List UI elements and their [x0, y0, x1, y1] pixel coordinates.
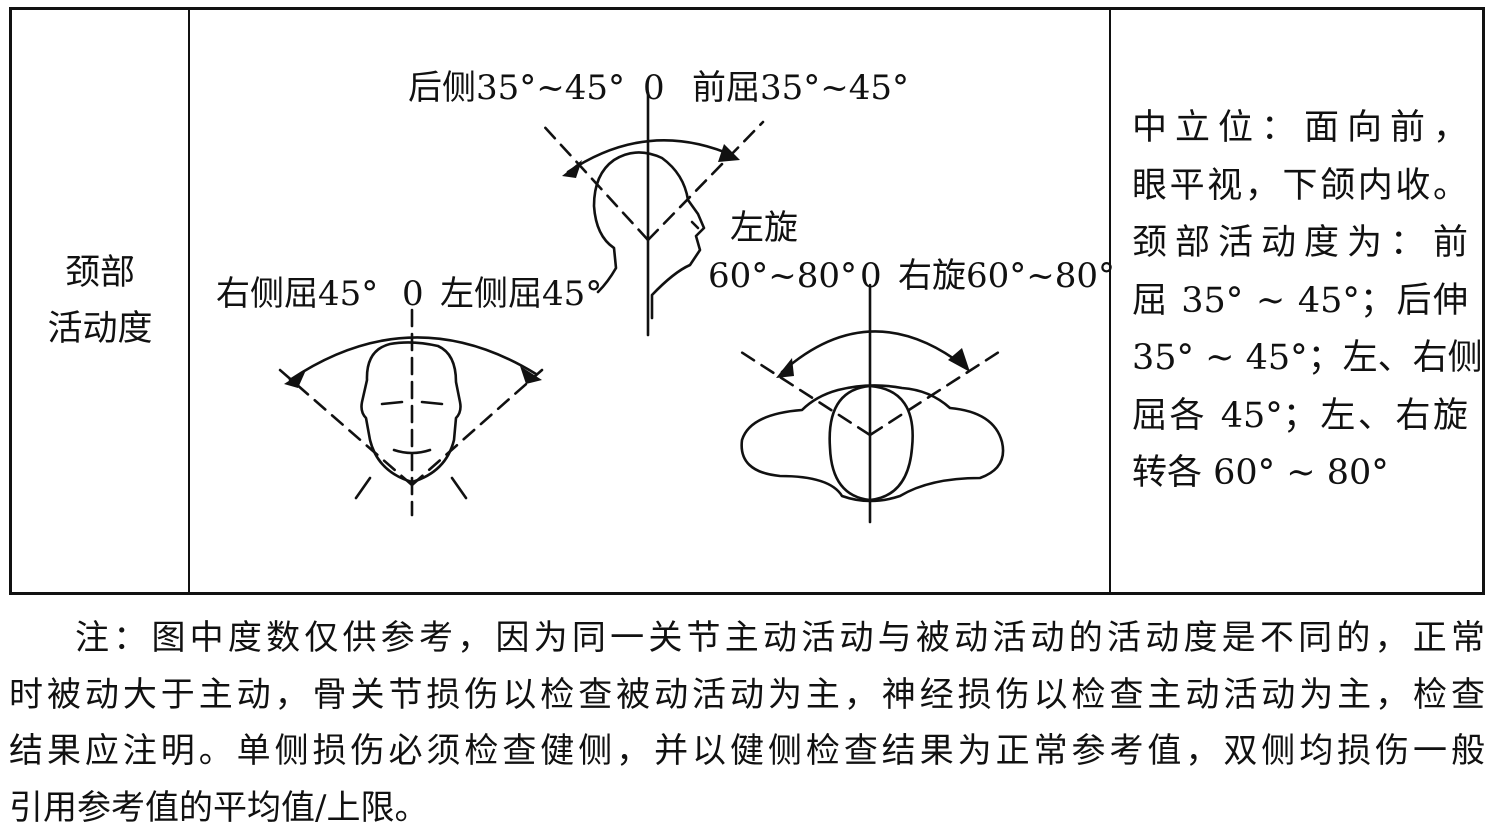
right-rotation-limit-line: [870, 350, 1002, 435]
top-view-head-diagram: [738, 285, 1003, 522]
column-divider: [1109, 10, 1111, 592]
description-cell: 中立位：面向前， 眼平视，下颌内收。 颈部活动度为：前 屈 35° ~ 45°；…: [1132, 100, 1468, 503]
arrowhead: [284, 370, 306, 388]
flexion-range-label: 前屈35°~45°: [692, 68, 909, 108]
rotation-arc: [782, 331, 964, 372]
description-line: 转各 60° ~ 80°: [1132, 445, 1468, 503]
left-rotation-word: 左旋: [730, 208, 798, 248]
row-label-line: 活动度: [47, 301, 152, 357]
description-line: 颈部活动度为：前: [1132, 215, 1468, 273]
footnote-line: 结果应注明。单侧损伤必须检查健侧，并以健侧检查结果为正常参考值，双侧均损伤一般: [9, 723, 1485, 780]
description-line: 屈各 45°；左、右旋: [1132, 388, 1468, 446]
flexion-extension-arc: [568, 140, 734, 172]
footnote-line: 引用参考值的平均值/上限。: [9, 780, 1485, 836]
right-lateral-flexion-label: 右侧屈45°: [216, 274, 378, 314]
figure-cell: 后侧35°~45° 0 前屈35°~45° 右侧屈45° 0 左侧屈45° 左旋…: [190, 10, 1108, 592]
right-rotation-label: 右旋60°~80°: [898, 256, 1115, 296]
description-line: 中立位：面向前，: [1132, 100, 1468, 158]
footnote-line: 注：图中度数仅供参考，因为同一关节主动活动与被动活动的活动度是不同的，正常: [9, 610, 1485, 667]
arrowhead: [520, 366, 542, 384]
row-label-cell: 颈部 活动度: [12, 10, 188, 592]
extension-limit-line: [540, 122, 648, 240]
row-label: 颈部 活动度: [47, 245, 152, 357]
left-lateral-flexion-label: 左侧屈45°: [440, 274, 602, 314]
arrowhead: [776, 358, 794, 378]
range-of-motion-table: 颈部 活动度: [9, 7, 1485, 595]
eyes: [382, 402, 442, 404]
top-zero-label: 0: [860, 256, 882, 296]
shoulders-outline: [742, 385, 1003, 501]
front-zero-label: 0: [402, 274, 424, 314]
extension-range-label: 后侧35°~45°: [408, 68, 625, 108]
arrowhead: [948, 348, 970, 372]
face-detail: [692, 222, 698, 228]
front-view-head-diagram: [280, 310, 542, 515]
description-line: 屈 35° ~ 45°；后伸: [1132, 273, 1468, 331]
arrowhead: [562, 160, 582, 178]
description-line: 35° ~ 45°；左、右侧: [1132, 330, 1468, 388]
mouth: [394, 450, 430, 453]
description-line: 眼平视，下颌内收。: [1132, 158, 1468, 216]
footnote: 注：图中度数仅供参考，因为同一关节主动活动与被动活动的活动度是不同的，正常 时被…: [9, 610, 1485, 836]
right-lateral-limit-line: [280, 370, 412, 485]
arrowhead: [718, 144, 740, 162]
side-zero-label: 0: [643, 68, 665, 108]
left-rotation-range: 60°~80°: [708, 256, 857, 296]
left-lateral-limit-line: [412, 370, 542, 485]
footnote-line: 时被动大于主动，骨关节损伤以检查被动活动为主，神经损伤以检查主动活动为主，检查: [9, 667, 1485, 724]
row-label-line: 颈部: [47, 245, 152, 301]
